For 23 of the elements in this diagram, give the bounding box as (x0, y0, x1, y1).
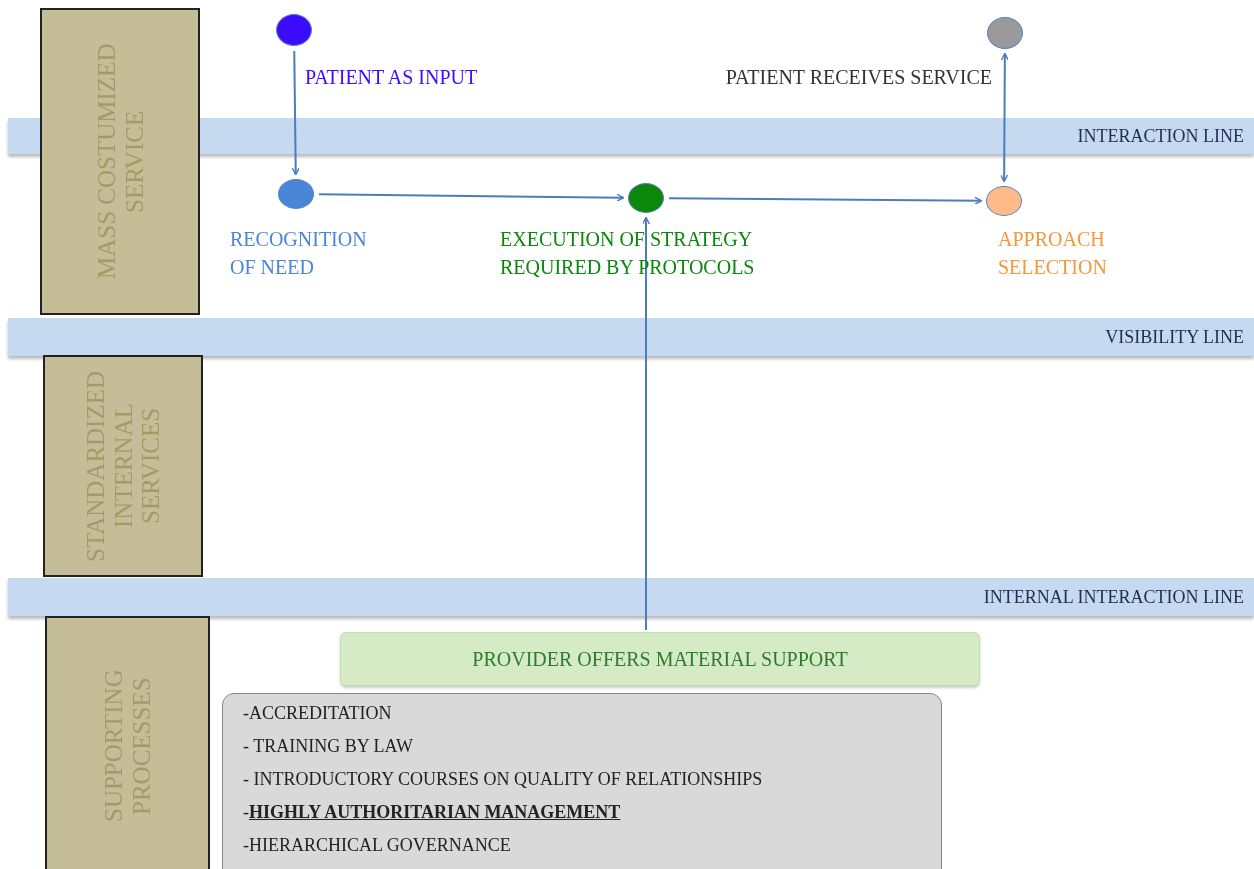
arrow (641, 216, 651, 631)
step-circle (987, 17, 1023, 49)
list-item: -HIGHLY AUTHORITARIAN MANAGEMENT (243, 801, 622, 824)
list-item: -HIERARCHICAL GOVERNANCE (243, 834, 512, 857)
step-circle (276, 14, 312, 46)
step-circle (986, 186, 1022, 216)
list-panel (222, 693, 942, 869)
arrow (318, 193, 625, 202)
arrow (291, 50, 300, 176)
support-box: PROVIDER OFFERS MATERIAL SUPPORT (340, 632, 980, 686)
list-item: - INTRODUCTORY COURSES ON QUALITY OF RELATIONSHIPS (243, 768, 764, 791)
arrow (668, 196, 983, 205)
list-item: - TRAINING BY LAW (243, 735, 415, 758)
step-label: RECOGNITION OF NEED (230, 227, 368, 280)
boundary-band: VISIBILITY LINE (8, 318, 1254, 356)
step-label: PATIENT RECEIVES SERVICE (724, 65, 992, 90)
boundary-band: INTERNAL INTERACTION LINE (8, 578, 1254, 616)
list-item: -ACCREDITATION (243, 702, 393, 725)
step-circle (628, 183, 664, 213)
step-label: PATIENT AS INPUT (305, 65, 479, 90)
step-circle (278, 179, 314, 209)
arrow (999, 52, 1010, 183)
step-label: APPROACH SELECTION (998, 227, 1108, 280)
